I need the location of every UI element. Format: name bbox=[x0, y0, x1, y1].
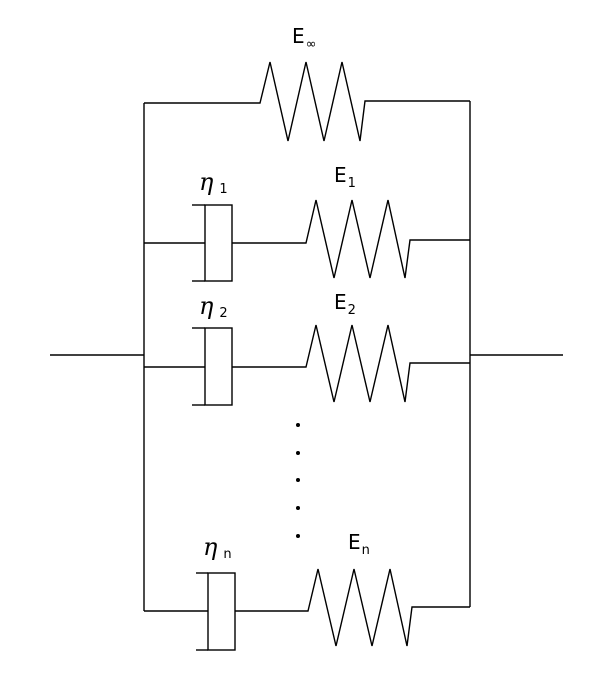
spring-e-1 bbox=[232, 199, 470, 279]
label-e-inf: E∞ bbox=[292, 26, 316, 51]
label-e-1: E1 bbox=[334, 165, 356, 190]
label-eta-1-symbol: η bbox=[199, 168, 214, 196]
maxwell-branch-1 bbox=[144, 199, 470, 282]
label-e-inf-sub: ∞ bbox=[305, 37, 317, 52]
label-e-1-sub: 1 bbox=[347, 176, 356, 191]
maxwell-branch-2 bbox=[144, 324, 470, 406]
label-e-inf-symbol: E bbox=[292, 24, 305, 48]
spring-e-inf bbox=[144, 61, 470, 142]
label-e-2-sub: 2 bbox=[347, 303, 356, 318]
label-eta-1-sub: 1 bbox=[219, 182, 228, 197]
maxwell-branch-n bbox=[144, 568, 470, 651]
label-eta-n-sub: n bbox=[223, 547, 232, 562]
label-e-n-sub: n bbox=[361, 543, 370, 558]
label-eta-n-symbol: η bbox=[203, 533, 218, 561]
spring-e-2 bbox=[232, 324, 470, 403]
label-e-n-symbol: E bbox=[348, 530, 361, 554]
ellipsis-dots bbox=[296, 423, 300, 538]
label-e-n: En bbox=[348, 532, 370, 557]
label-eta-2-symbol: η bbox=[199, 292, 214, 320]
label-e-2: E2 bbox=[334, 292, 356, 317]
label-eta-2-sub: 2 bbox=[219, 306, 228, 321]
spring-e-n bbox=[235, 568, 470, 647]
label-e-2-symbol: E bbox=[334, 290, 347, 314]
label-e-1-symbol: E bbox=[334, 163, 347, 187]
